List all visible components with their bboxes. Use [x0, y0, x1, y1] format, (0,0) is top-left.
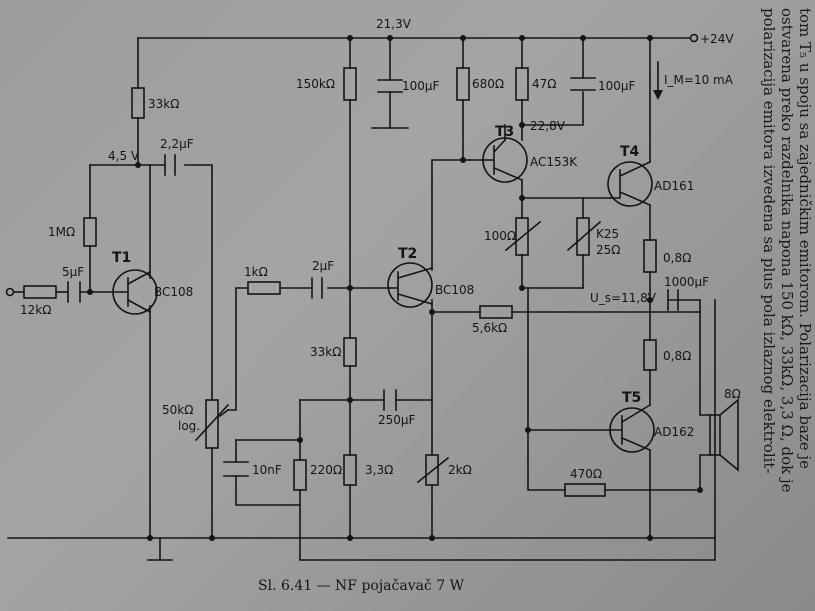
label-trim-2k: 2kΩ	[448, 463, 472, 477]
label-speaker: 8Ω	[724, 387, 741, 401]
label-33k-bias: 33kΩ	[310, 345, 341, 359]
resistor-1k	[247, 281, 281, 295]
label-0r8-bottom: 0,8Ω	[663, 349, 691, 363]
resistor-470	[564, 483, 606, 497]
t1-type: BC108	[154, 285, 193, 299]
trimmer-100	[515, 217, 529, 256]
side-text-line-2: ostvarena preko razdelnika napona 150 kΩ…	[778, 8, 796, 493]
label-1000uf: 1000μF	[664, 275, 709, 289]
resistor-12k	[23, 285, 57, 299]
resistor-0r8-bottom	[643, 339, 657, 371]
resistor-680	[456, 67, 470, 101]
t5-id: T5	[622, 390, 641, 406]
resistor-0r8-top	[643, 239, 657, 273]
label-3r3: 3,3Ω	[365, 463, 393, 477]
label-trim-25-a: K25	[596, 227, 619, 241]
side-text-line-3: polarizacija emitora izvedena sa plus po…	[760, 8, 778, 474]
t2-type: BC108	[435, 283, 474, 297]
trimmer-2k	[425, 454, 439, 486]
t4-type: AD161	[654, 179, 694, 193]
label-680: 680Ω	[472, 77, 504, 91]
resistors	[23, 67, 657, 497]
label-220: 220Ω	[310, 463, 342, 477]
wires	[7, 37, 716, 561]
t3-voltage-label: 22,8V	[530, 119, 566, 133]
resistor-33k-bias	[343, 337, 357, 367]
t1-base-voltage-label: 4,5 V	[108, 149, 140, 163]
resistor-47	[515, 67, 529, 101]
input-terminal	[5, 287, 15, 297]
supply-terminal	[689, 33, 699, 43]
label-470: 470Ω	[570, 467, 602, 481]
supply-voltage-label: +24V	[700, 32, 734, 46]
labels: 21,3V +24V I_M=10 mA 4,5 V 22,8V U_s=11,…	[20, 17, 741, 481]
t5-type: AD162	[654, 425, 694, 439]
t2-id: T2	[398, 246, 417, 262]
t1-id: T1	[112, 250, 131, 266]
label-pot-a: 50kΩ	[162, 403, 193, 417]
side-text-line-1: tom T₅ u spoju sa zajedničkim emitorom. …	[796, 8, 814, 469]
side-text: tom T₅ u spoju sa zajedničkim emitorom. …	[760, 8, 814, 493]
t3-id: T3	[495, 124, 514, 140]
potentiometer-50k	[205, 399, 219, 449]
label-1m: 1MΩ	[48, 225, 75, 239]
t4-id: T4	[620, 144, 640, 160]
label-5uf: 5μF	[62, 265, 84, 279]
label-10nf: 10nF	[252, 463, 282, 477]
current-label: I_M=10 mA	[664, 73, 734, 87]
capacitors	[67, 77, 679, 477]
transistor-t1	[112, 269, 158, 315]
resistor-220	[293, 459, 307, 491]
label-trim-25-b: 25Ω	[596, 243, 620, 257]
transistor-t3	[469, 137, 528, 183]
label-12k: 12kΩ	[20, 303, 51, 317]
label-trim-100: 100Ω	[484, 229, 516, 243]
figure-caption: Sl. 6.41 — NF pojačavač 7 W	[258, 578, 465, 594]
label-150k: 150kΩ	[296, 77, 335, 91]
label-100uf-t3: 100μF	[598, 79, 636, 93]
transistor-t2	[387, 262, 433, 308]
transistor-t5	[609, 403, 655, 453]
resistor-5k6	[479, 305, 513, 319]
trimmer-25	[576, 217, 590, 256]
label-100uf-rail: 100μF	[402, 79, 440, 93]
resistor-3r3	[343, 454, 357, 486]
label-250uf: 250μF	[378, 413, 416, 427]
label-0r8-top: 0,8Ω	[663, 251, 691, 265]
t3-type: AC153K	[530, 155, 578, 169]
resistor-33k-top	[131, 87, 145, 119]
label-47: 47Ω	[532, 77, 556, 91]
output-voltage-label: U_s=11,8V	[590, 291, 657, 305]
label-33k-top: 33kΩ	[148, 97, 179, 111]
speaker	[709, 398, 739, 472]
resistor-1m	[83, 217, 97, 247]
label-2uf: 2μF	[312, 259, 334, 273]
rail-voltage-label: 21,3V	[376, 17, 412, 31]
resistor-150k	[343, 67, 357, 101]
junctions	[87, 35, 703, 541]
label-5k6: 5,6kΩ	[472, 321, 507, 335]
label-1k: 1kΩ	[244, 265, 268, 279]
label-2u2f: 2,2μF	[160, 137, 194, 151]
transistor-t4	[607, 160, 653, 207]
transistors	[112, 137, 655, 453]
label-pot-b: log.	[178, 419, 200, 433]
